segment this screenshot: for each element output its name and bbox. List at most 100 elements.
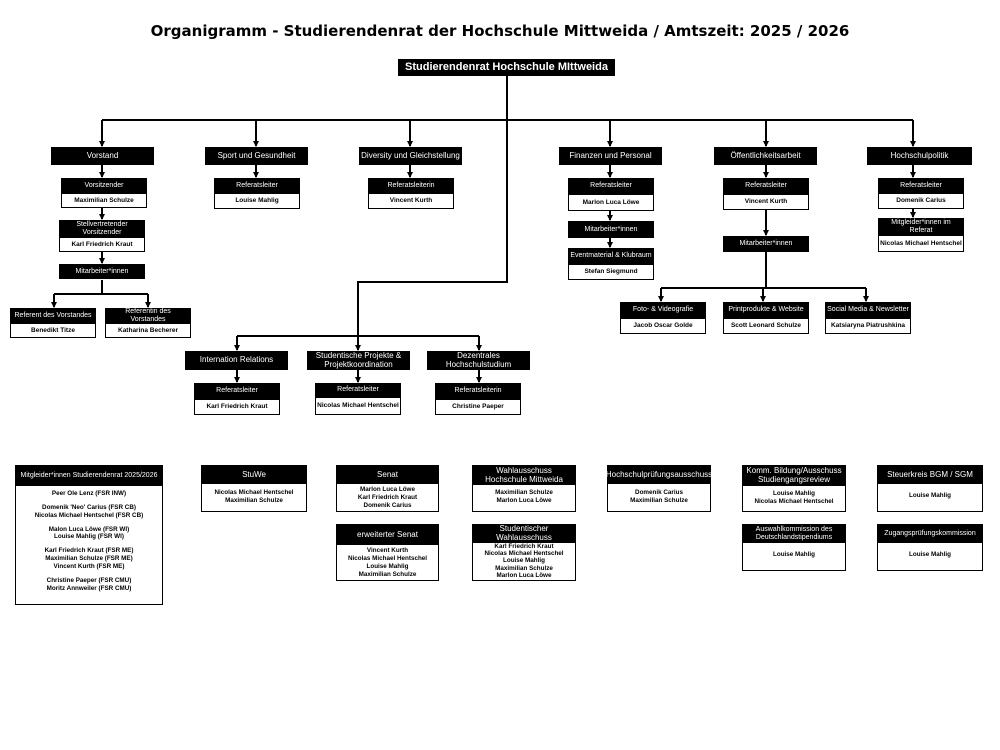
member-name: Marlon Luca Löwe — [496, 496, 552, 504]
oeffentlichkeit-header: Öffentlichkeitsarbeit — [714, 147, 817, 165]
zugangspruefung-box: Zugangsprüfungskommission Louise Mahlig — [877, 524, 983, 571]
person-name: Scott Leonard Schulze — [723, 318, 809, 334]
member-name: Marlon Luca Löwe — [496, 571, 552, 579]
member-name: Vincent Kurth — [366, 547, 409, 554]
role-label: Referatsleiter — [214, 178, 300, 193]
role-label: Referatsleiter — [315, 383, 401, 397]
diversity-header: Diversity und Gleichstellung — [359, 147, 462, 165]
studentischer-wahlausschuss-box: Studentischer Wahlausschuss Karl Friedri… — [472, 524, 576, 581]
dezentral-header: Dezentrales Hochschulstudium — [427, 351, 530, 370]
diversity-lead-card: Referatsleiterin Vincent Kurth — [368, 178, 454, 209]
person-name: Louise Mahlig — [214, 193, 300, 209]
politik-header: Hochschulpolitik — [867, 147, 972, 165]
member-name: Domenik Carius — [635, 489, 683, 496]
pruefungsausschuss-box: Hochschulprüfungsausschuss Domenik Cariu… — [606, 465, 712, 512]
projekte-lead-card: Referatsleiter Nicolas Michael Hentschel — [315, 383, 401, 415]
person-name: Katharina Becherer — [105, 323, 191, 338]
vorstand-header: Vorstand — [51, 147, 154, 165]
politik-lead-card: Referatsleiter Domenik Carius — [878, 178, 964, 209]
bildung-box: Komm. Bildung/Ausschuss Studiengangsrevi… — [742, 465, 846, 512]
person-name: Domenik Carius — [878, 193, 964, 209]
committee-title: Wahlausschuss Hochschule Mittweida — [473, 466, 575, 485]
person-name: Maximilian Schulze — [61, 193, 147, 208]
steuerkreis-box: Steuerkreis BGM / SGM Louise Mahlig — [877, 465, 983, 512]
sport-header: Sport und Gesundheit — [205, 147, 308, 165]
member-name: Louise Mahlig — [773, 490, 815, 497]
member-name: Karl Friedrich Kraut — [357, 493, 418, 501]
member-name: Nicolas Michael Hentschel — [754, 497, 834, 505]
member-name: Nicolas Michael Hentschel — [347, 554, 428, 562]
role-label: Referatsleiter — [568, 178, 654, 194]
role-label: Foto- & Videografie — [620, 302, 706, 318]
sport-lead-card: Referatsleiter Louise Mahlig — [214, 178, 300, 209]
member-name: Peer Ole Lenz (FSR INW) — [51, 490, 127, 497]
member-name: Maximilian Schulze — [358, 570, 417, 578]
person-name: Karl Friedrich Kraut — [59, 237, 145, 252]
person-name: Vincent Kurth — [723, 194, 809, 210]
foto-card: Foto- & Videografie Jacob Oscar Golde — [620, 302, 706, 334]
projekte-header: Studentische Projekte & Projektkoordinat… — [307, 351, 410, 370]
members-box: Mitgleider*innen Studierendenrat 2025/20… — [15, 465, 163, 605]
role-label: Referatsleiterin — [368, 178, 454, 193]
member-name: Louise Mahlig — [773, 551, 815, 558]
member-name: Nicolas Michael Hentschel (FSR CB) — [34, 511, 144, 519]
committee-members: Louise Mahlig — [878, 551, 982, 559]
person-name: Stefan Siegmund — [568, 264, 654, 280]
member-name: Karl Friedrich Kraut — [494, 543, 554, 550]
root-node: Studierendenrat Hochschule MIttweida — [398, 59, 615, 76]
print-card: Printprodukte & Website Scott Leonard Sc… — [723, 302, 809, 334]
auswahlkommission-box: Auswahlkommission des Deutschlandstipend… — [742, 524, 846, 571]
member-name: Moritz Annweiler (FSR CMU) — [46, 584, 132, 592]
committee-title: Komm. Bildung/Ausschuss Studiengangsrevi… — [743, 466, 845, 486]
member-name: Maximilian Schulze — [225, 496, 283, 504]
person-name: Nicolas Michael Hentschel — [878, 235, 964, 252]
social-card: Social Media & Newsletter Katsiaryna Pia… — [825, 302, 911, 334]
member-name: Maximilian Schulze (FSR ME) — [45, 555, 133, 563]
role-label: Referentin des Vorstandes — [105, 308, 191, 323]
members-title: Mitgleider*innen Studierendenrat 2025/20… — [16, 466, 162, 486]
finanzen-lead-card: Referatsleiter Marlon Luca Löwe — [568, 178, 654, 211]
role-label: Referatsleiter — [878, 178, 964, 193]
member-name: Louise Mahlig — [909, 551, 951, 558]
member-name: Louise Mahlig (FSR WI) — [54, 533, 124, 541]
member-name: Louise Mahlig — [909, 492, 951, 499]
person-name: Christine Paeper — [435, 399, 521, 415]
person-name: Nicolas Michael Hentschel — [315, 397, 401, 415]
member-name: Louise Mahlig — [366, 562, 409, 570]
politik-member-card: Mitgleider*innen im Referat Nicolas Mich… — [878, 218, 964, 252]
finanzen-staff-label: Mitarbeiter*innen — [568, 221, 654, 238]
role-label: Referatsleiter — [723, 178, 809, 194]
member-name: Nicolas Michael Hentschel — [484, 550, 564, 558]
role-label: Referatsleiterin — [435, 383, 521, 399]
member-name: Karl Friedrich Kraut (FSR ME) — [44, 547, 134, 555]
oeffentlichkeit-lead-card: Referatsleiter Vincent Kurth — [723, 178, 809, 210]
role-label: Stellvertretender Vorsitzender — [59, 220, 145, 237]
committee-title: Studentischer Wahlausschuss — [473, 524, 575, 543]
member-name: Malon Luca Löwe (FSR WI) — [48, 525, 130, 533]
vorstand-chair-card: Vorsitzender Maximilian Schulze — [61, 178, 147, 208]
committee-members: Louise Mahlig — [743, 551, 845, 559]
vorstand-staff-label: Mitarbeiter*innen — [59, 264, 145, 279]
international-lead-card: Referatsleiter Karl Friedrich Kraut — [194, 383, 280, 415]
member-name: Maximilian Schulze — [630, 496, 688, 504]
member-name: Maximilian Schulze — [495, 564, 553, 572]
committee-title: Hochschulprüfungsausschuss — [606, 466, 712, 484]
finanzen-event-card: Eventmaterial & Klubraum Stefan Siegmund — [568, 248, 654, 280]
person-name: Jacob Oscar Golde — [620, 318, 706, 334]
committee-title: Senat — [337, 466, 438, 484]
person-name: Katsiaryna Piatrushkina — [825, 318, 911, 334]
person-name: Vincent Kurth — [368, 193, 454, 209]
committee-title: StuWe — [202, 466, 306, 484]
member-name: Nicolas Michael Hentschel — [214, 489, 294, 496]
role-label: Printprodukte & Website — [723, 302, 809, 318]
